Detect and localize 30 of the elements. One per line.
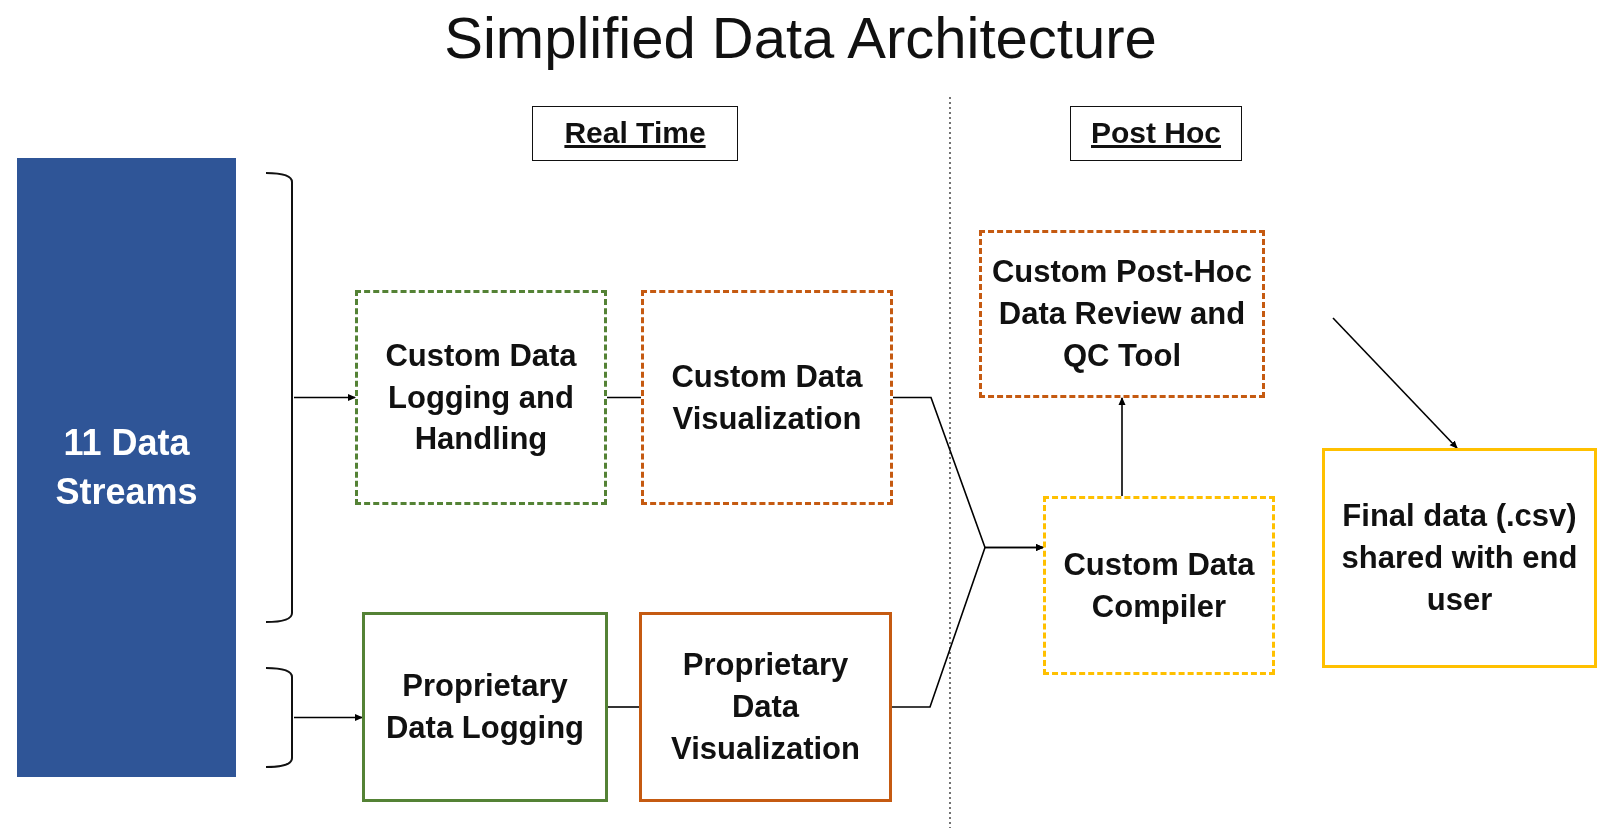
node-label: Custom Data Logging and Handling <box>384 336 578 459</box>
node-label: Proprietary Data Logging <box>384 667 585 747</box>
arrow <box>293 714 363 721</box>
node-label: Post Hoc <box>1090 115 1222 152</box>
node-label: Custom Data Compiler <box>1062 545 1256 626</box>
arrow <box>1332 317 1458 449</box>
source-box <box>17 158 236 777</box>
process-box <box>979 230 1265 398</box>
process-box <box>639 612 892 802</box>
node-label: Proprietary Data Visualization <box>670 646 861 768</box>
arrow <box>891 544 1044 708</box>
node-label: Real Time <box>563 115 707 152</box>
process-box <box>355 290 607 505</box>
section-header-box <box>532 106 738 161</box>
process-box <box>1322 448 1597 668</box>
arrow <box>1118 397 1126 497</box>
bracket <box>265 667 295 768</box>
node-label: Custom Data Visualization <box>670 357 864 438</box>
connector-line <box>606 396 642 399</box>
diagram-title: Simplified Data Architecture <box>443 4 1158 71</box>
arrow <box>293 394 356 401</box>
process-box <box>641 290 893 505</box>
bracket <box>265 172 295 623</box>
section-header-box <box>1070 106 1242 161</box>
process-box <box>362 612 608 802</box>
node-label: 11 Data Streams <box>54 420 199 514</box>
process-box <box>1043 496 1275 675</box>
node-label: Final data (.csv) shared with end user <box>1340 497 1579 619</box>
connector-line <box>607 706 640 708</box>
node-label: Custom Post-Hoc Data Review and QC Tool <box>990 253 1254 375</box>
